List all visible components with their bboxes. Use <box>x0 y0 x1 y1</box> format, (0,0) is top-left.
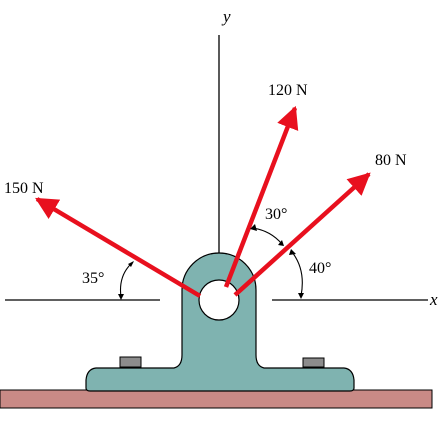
angle-label-30: 30° <box>265 206 287 223</box>
angle-arc-35-tail <box>118 294 124 300</box>
force-arrow-150n <box>35 197 202 298</box>
bolt-right <box>302 357 325 368</box>
force-label-80n: 80 N <box>375 152 407 169</box>
y-axis-label: y <box>221 7 231 26</box>
bracket-body <box>85 252 355 392</box>
angle-label-40: 40° <box>309 260 331 277</box>
force-arrow-80n <box>233 172 371 297</box>
angle-arc-40-head-bottom <box>298 293 304 299</box>
angle-arc-40 <box>291 251 303 297</box>
bolt-left <box>119 356 142 368</box>
bracket-hole <box>198 279 240 321</box>
angle-arc-30-head-right <box>278 240 284 246</box>
ground-surface <box>0 389 433 409</box>
angle-label-35: 35° <box>82 270 104 287</box>
force-arrow-120n <box>223 105 299 288</box>
force-label-120n: 120 N <box>268 82 308 99</box>
angle-arc-40-head-top <box>289 249 296 255</box>
angle-arc-35 <box>119 261 134 298</box>
angle-arc-35-head <box>128 261 134 267</box>
x-axis-label: x <box>429 290 438 309</box>
force-label-150n: 150 N <box>4 180 44 197</box>
angle-arc-30-head-left <box>250 224 257 231</box>
